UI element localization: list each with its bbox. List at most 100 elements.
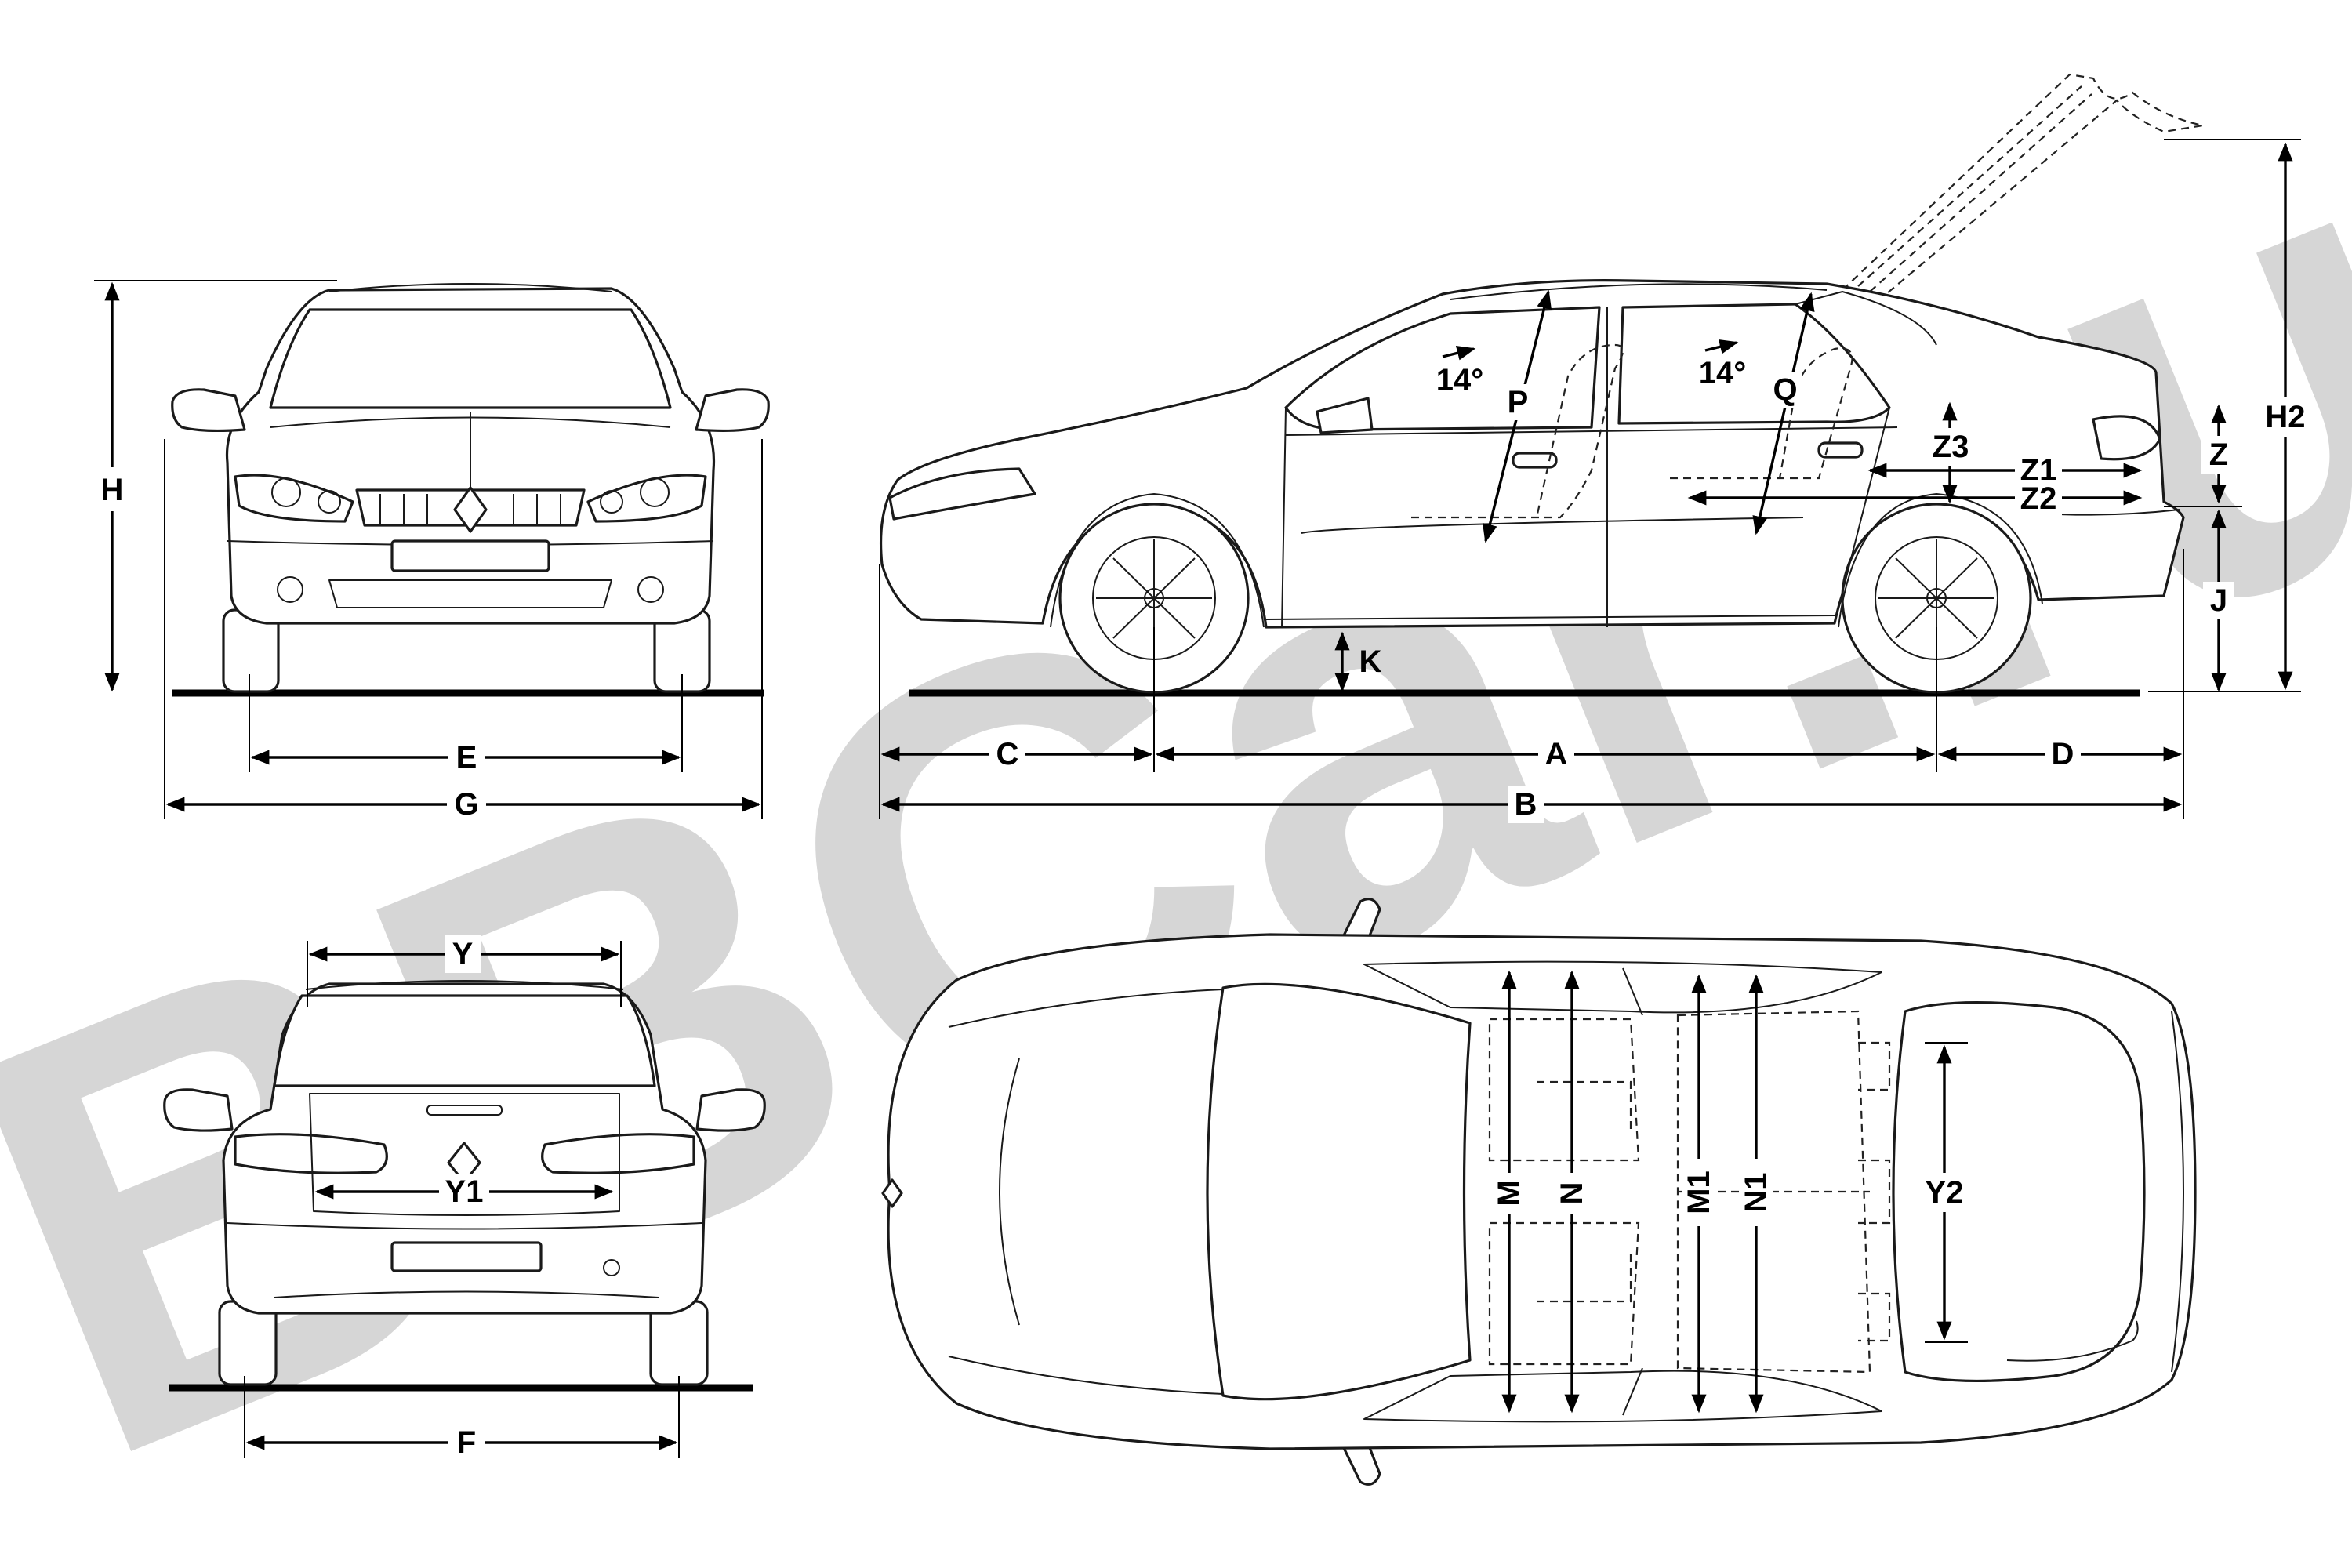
- open-tailgate-inner: [1857, 85, 2092, 292]
- front-right-mirror: [695, 388, 770, 433]
- rear-tailgate-outline: [309, 1093, 620, 1216]
- top-b-pillars: [1622, 967, 1643, 1416]
- top-side-glass-right: [1363, 1370, 1882, 1423]
- open-tailgate-outline: [1840, 73, 2204, 299]
- front-right-headlight: [586, 474, 707, 523]
- k-label: K: [1359, 644, 1382, 679]
- d-label-bg: [2045, 735, 2081, 773]
- side-door-lines: [1281, 307, 1890, 628]
- z-label-bg: [2201, 436, 2236, 474]
- y-label-bg: [445, 935, 481, 973]
- p-label: P: [1508, 385, 1529, 419]
- c-label-bg: [989, 735, 1025, 773]
- side-headlight: [888, 467, 1036, 521]
- front-roof-line: [328, 283, 612, 292]
- side-front-spokes: [1096, 539, 1212, 657]
- side-sill: [1265, 615, 1835, 620]
- m1-label-bg: [1682, 1159, 1716, 1226]
- m-label-bg: [1492, 1173, 1526, 1214]
- side-front-seat: [1411, 343, 1624, 519]
- side-rear-spokes: [1878, 539, 1994, 657]
- n1-label-bg: [1739, 1159, 1773, 1226]
- top-view: M N M1 N1 Y2: [881, 898, 2197, 1486]
- top-rear-headrests: [1858, 1041, 1891, 1342]
- rear-right-mirror: [695, 1088, 766, 1132]
- side-front-arch: [1050, 493, 1265, 628]
- rear-bumper-line: [227, 1222, 702, 1230]
- front-seat-angle-label: 14°: [1436, 363, 1484, 397]
- a-label: A: [1545, 737, 1568, 771]
- n1-label: N1: [1739, 1172, 1773, 1212]
- h-label: H: [101, 473, 124, 507]
- rear-plate: [390, 1241, 543, 1272]
- side-taillight: [2092, 415, 2161, 461]
- q-label: Q: [1773, 372, 1797, 407]
- side-rub-strip: [1301, 517, 1804, 534]
- m1-label: M1: [1682, 1171, 1716, 1214]
- h-label-bg: [93, 467, 132, 511]
- p-label-bg: [1501, 384, 1534, 420]
- front-plate: [390, 539, 550, 572]
- side-rear-handle-icon: [1817, 441, 1864, 459]
- rear-lower-valance: [274, 1290, 659, 1298]
- y-label: Y: [452, 937, 474, 971]
- n-label-bg: [1555, 1173, 1589, 1214]
- rear-view: Y Y1 F: [163, 935, 766, 1461]
- side-rear-seat: [1670, 347, 1853, 480]
- z2-label: Z2: [2020, 481, 2057, 516]
- b-label: B: [1515, 787, 1537, 822]
- front-logo-icon: [453, 486, 488, 533]
- rear-left-mirror: [163, 1088, 234, 1132]
- side-view: 14° 14° P Q Z3 Z1 Z2 Z J H2: [879, 73, 2309, 823]
- j-label-bg: [2203, 582, 2234, 619]
- g-label: G: [454, 787, 478, 822]
- rear-roof-line: [305, 980, 624, 990]
- m-label: M: [1492, 1180, 1526, 1206]
- e-label-bg: [448, 739, 485, 776]
- top-rear-window: [1892, 1000, 2146, 1383]
- front-lower-grille: [328, 579, 612, 608]
- rear-right-taillight: [541, 1133, 695, 1174]
- j-label: J: [2210, 583, 2227, 618]
- d-label: D: [2052, 737, 2074, 771]
- top-hood-creases: [948, 989, 1224, 1395]
- side-c-pillar: [1795, 291, 1937, 346]
- z3-label-bg: [1927, 428, 1974, 466]
- front-right-lamp-ring-2: [600, 490, 623, 514]
- rear-exhaust-icon: [603, 1259, 620, 1276]
- g-label-bg: [447, 786, 486, 823]
- rear-seat-angle-label: 14°: [1699, 356, 1747, 390]
- front-right-fog-icon: [637, 576, 664, 603]
- side-mirror: [1316, 397, 1374, 434]
- top-hood-inner: [999, 1058, 1020, 1326]
- top-tailgate-edge: [2171, 1011, 2184, 1373]
- a-label-bg: [1538, 735, 1574, 773]
- front-windshield: [269, 308, 672, 409]
- front-left-headlight: [234, 474, 354, 523]
- rear-third-light: [426, 1105, 503, 1116]
- z2-label-bg: [2015, 480, 2062, 517]
- front-grille-bars: [379, 494, 561, 524]
- b-label-bg: [1508, 786, 1544, 823]
- front-seat-angle-arrow: [1442, 345, 1476, 361]
- z-label: Z: [2209, 437, 2228, 472]
- y1-label: Y1: [445, 1174, 484, 1209]
- front-left-fog-icon: [277, 576, 303, 603]
- top-rear-shelf-strap: [2006, 1320, 2139, 1362]
- e-label: E: [456, 740, 477, 775]
- q-label-bg: [1768, 372, 1802, 408]
- top-side-glass-left: [1363, 960, 1882, 1014]
- c-label: C: [996, 737, 1019, 771]
- y2-label-bg: [1921, 1173, 1968, 1212]
- front-left-mirror: [171, 388, 246, 433]
- f-label-bg: [448, 1424, 485, 1461]
- top-front-logo-icon: [881, 1178, 903, 1208]
- y1-label-bg: [439, 1174, 489, 1210]
- front-right-lamp-ring: [640, 477, 670, 507]
- n-label: N: [1555, 1182, 1589, 1205]
- front-left-lamp-ring-2: [318, 490, 341, 514]
- f-label: F: [457, 1425, 476, 1460]
- front-view: H E G: [93, 280, 770, 823]
- top-windshield: [1206, 982, 1472, 1401]
